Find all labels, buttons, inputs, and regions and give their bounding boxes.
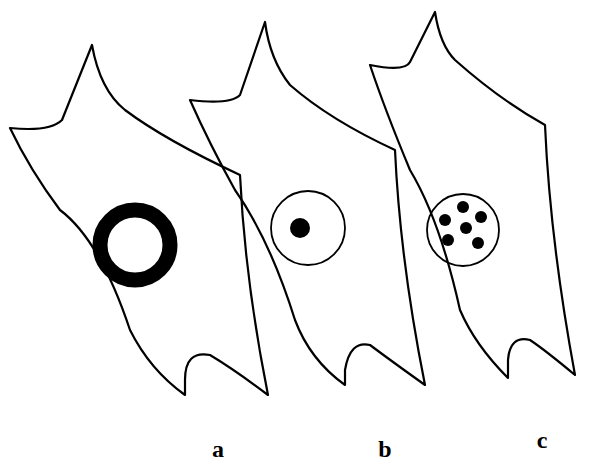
nucleolus <box>442 234 454 246</box>
nucleolus <box>290 218 310 238</box>
panel-letter: a <box>212 437 224 461</box>
panel-letter: c <box>537 428 548 452</box>
cell-outline <box>370 12 575 378</box>
nucleolus <box>472 237 484 249</box>
nucleus <box>271 191 345 265</box>
nucleolus <box>457 201 469 213</box>
ring-nucleus <box>100 210 170 280</box>
nucleolus <box>475 211 487 223</box>
panel-letter: b <box>378 437 391 461</box>
nucleolus <box>460 222 472 234</box>
nucleus <box>427 194 499 266</box>
nucleolus <box>439 214 451 226</box>
cell-outline <box>190 22 425 385</box>
cell-outline <box>10 45 268 395</box>
